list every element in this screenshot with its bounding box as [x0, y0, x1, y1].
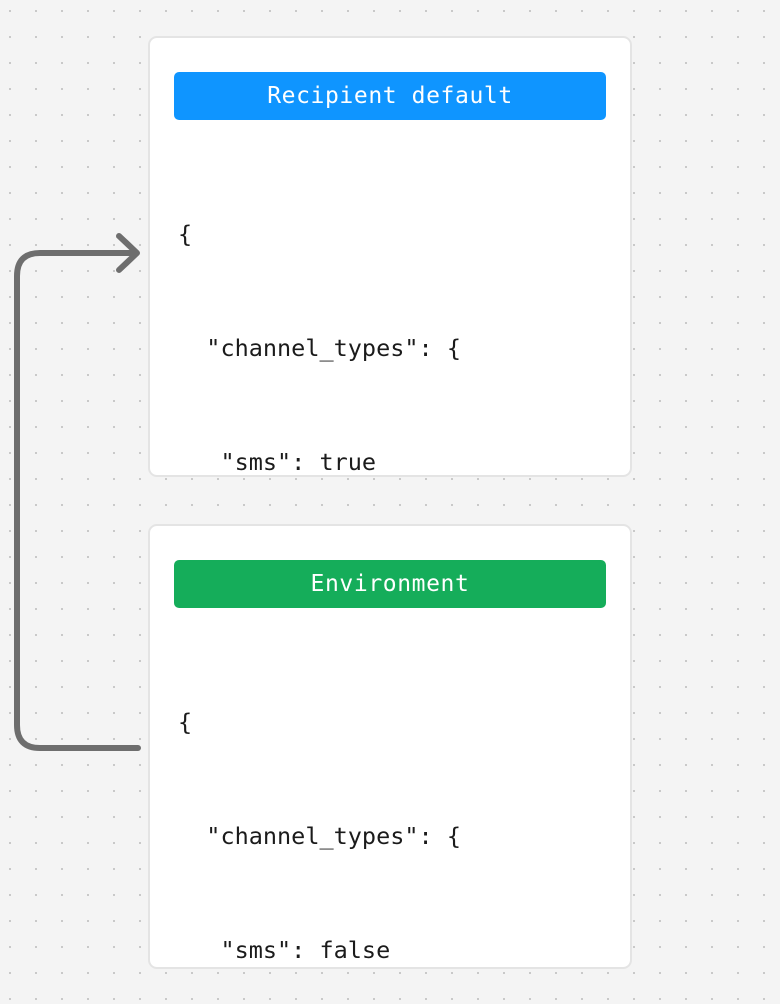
- card-title-recipient-default: Recipient default: [267, 82, 513, 109]
- card-environment: Environment { "channel_types": { "sms": …: [148, 524, 632, 969]
- json-line: "channel_types": {: [178, 334, 461, 362]
- connector-path: [14, 250, 141, 751]
- json-line: "sms": true: [178, 448, 377, 476]
- json-line: {: [178, 220, 193, 248]
- card-header-recipient-default: Recipient default: [174, 72, 606, 120]
- json-line: "channel_types": {: [178, 822, 461, 850]
- arrowhead-icon: [116, 233, 140, 273]
- card-recipient-default: Recipient default { "channel_types": { "…: [148, 36, 632, 932]
- json-line: "sms": false: [178, 936, 391, 964]
- json-line: {: [178, 708, 193, 736]
- json-body-environment: { "channel_types": { "sms": false }, "ca…: [150, 627, 630, 1004]
- card-header-environment: Environment: [174, 560, 606, 608]
- card-title-environment: Environment: [310, 570, 470, 597]
